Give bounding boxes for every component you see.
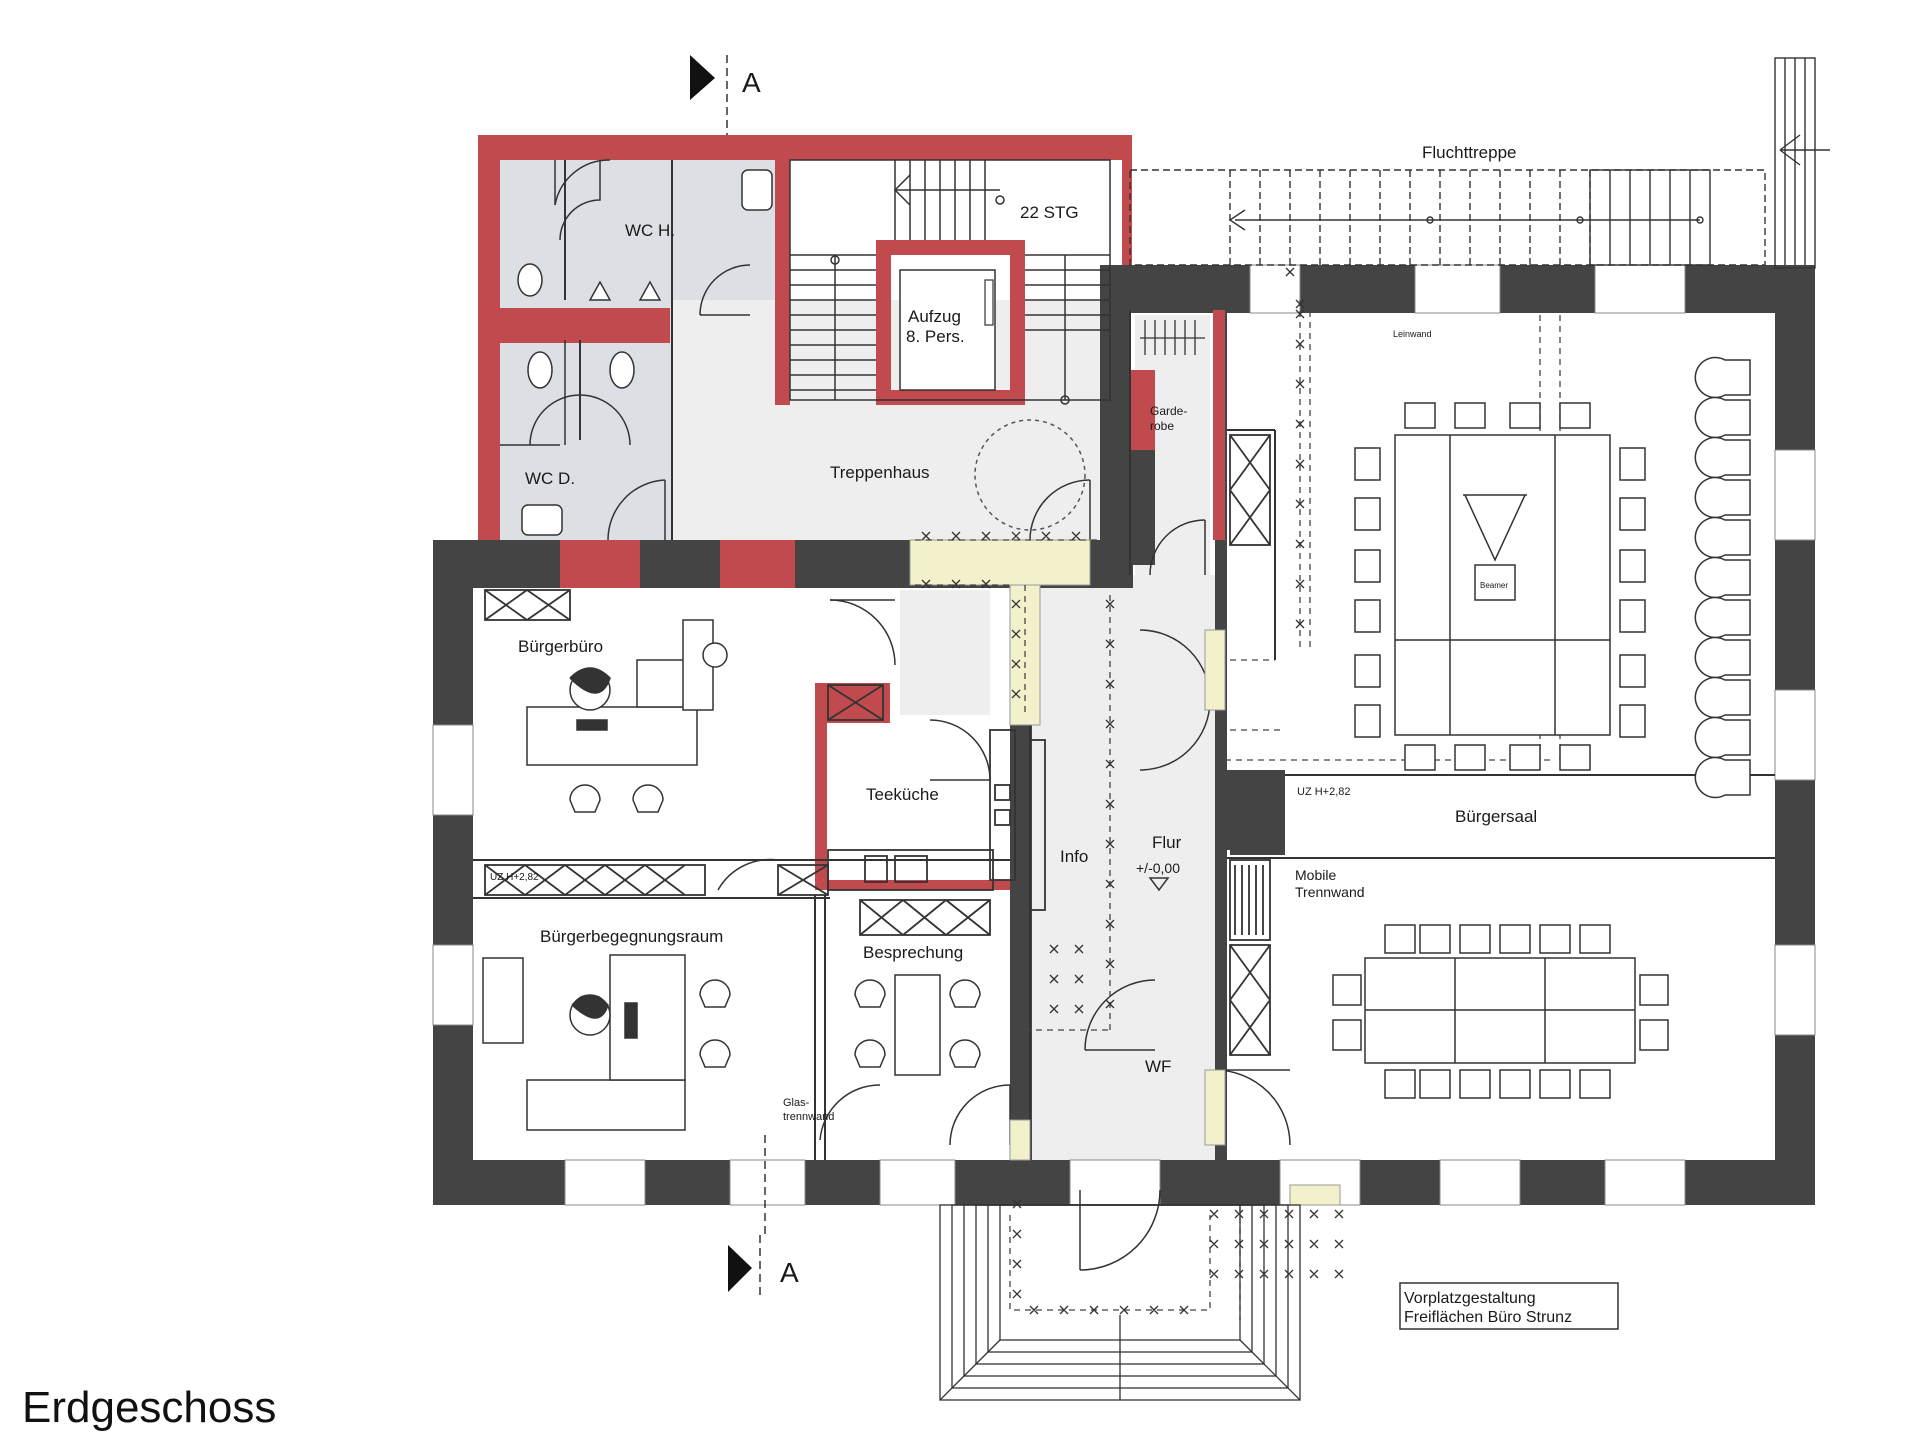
label-aufzug: Aufzug	[908, 307, 961, 326]
vorplatz-note: Vorplatzgestaltung Freiflächen Büro Stru…	[1399, 1282, 1619, 1330]
vorplatz-line2: Freiflächen Büro Strunz	[1404, 1309, 1572, 1326]
begegnungsraum-furniture	[482, 954, 731, 1131]
label-fluchttreppe: Fluchttreppe	[1422, 143, 1517, 162]
shelves	[484, 434, 1271, 1056]
label-buergerbuero: Bürgerbüro	[518, 637, 603, 656]
label-glastrennwand-2: trennwand	[783, 1111, 834, 1123]
label-mobile: Mobile	[1295, 867, 1336, 883]
entrance-stairs	[939, 1204, 1301, 1401]
vorplatz-note-box	[1399, 1282, 1619, 1330]
section-marker-top: A	[690, 55, 761, 135]
interior-walls	[1010, 450, 1285, 1160]
level-marker-icon	[1148, 877, 1170, 892]
sanitary	[517, 169, 773, 536]
label-flur: Flur	[1152, 833, 1182, 852]
turning-circle	[974, 419, 1086, 531]
label-wc-d: WC D.	[525, 469, 575, 488]
label-ud-height-left: UZ H+2,82	[490, 872, 539, 883]
label-garderobe-2: robe	[1150, 419, 1174, 433]
label-buergerbegegnungsraum: Bürgerbegegnungsraum	[540, 927, 723, 946]
lower-hall-furniture	[1332, 924, 1669, 1099]
buergersaal-furniture	[1354, 402, 1646, 771]
section-marker-bottom: A	[728, 1135, 799, 1300]
section-arrow-icon	[728, 1245, 752, 1292]
main-staircase	[789, 159, 1111, 405]
label-wf: WF	[1145, 1057, 1171, 1076]
drawing-title: Erdgeschoss	[22, 1383, 276, 1432]
kitchen-counter	[827, 729, 1016, 891]
buergerbuero-furniture	[526, 619, 728, 813]
label-trennwand: Trennwand	[1295, 884, 1365, 900]
label-aufzug-capacity: 8. Pers.	[906, 327, 965, 346]
vorplatz-line1: Vorplatzgestaltung	[1404, 1290, 1536, 1307]
label-garderobe-1: Garde-	[1150, 404, 1187, 418]
label-besprechung: Besprechung	[863, 943, 963, 962]
section-label-bottom: A	[780, 1257, 799, 1288]
label-wc-h: WC H.	[625, 221, 675, 240]
label-ud-height: UZ H+2,82	[1297, 786, 1351, 798]
garderobe-rail	[1140, 320, 1205, 355]
label-treppenhaus: Treppenhaus	[830, 463, 930, 482]
label-stg: 22 STG	[1020, 203, 1079, 222]
label-leinwand: Leinwand	[1393, 329, 1432, 339]
stacked-chairs	[1694, 356, 1751, 799]
besprechung-furniture	[854, 974, 981, 1076]
label-teekueche: Teeküche	[866, 785, 939, 804]
x-markers	[921, 267, 1344, 1315]
section-arrow-icon	[690, 55, 715, 100]
elevator-car	[899, 269, 996, 391]
door-swings	[529, 159, 1291, 1271]
label-glastrennwand-1: Glas-	[783, 1097, 810, 1109]
wc-partitions	[500, 160, 601, 446]
elevator-panel	[984, 279, 994, 326]
entry-floor	[900, 590, 990, 715]
label-buergersaal: Bürgersaal	[1455, 807, 1537, 826]
label-beamer: Beamer	[1480, 581, 1508, 590]
label-flur-level: +/-0,00	[1136, 860, 1180, 876]
new-walls	[478, 135, 1225, 1075]
label-info: Info	[1060, 847, 1088, 866]
escape-stair	[1129, 57, 1830, 269]
flur-floor	[1030, 575, 1215, 1165]
room-labels: WC H. WC D. 22 STG Aufzug 8. Pers. Trepp…	[490, 143, 1537, 1123]
windows	[432, 264, 1816, 1206]
section-label-top: A	[742, 67, 761, 98]
